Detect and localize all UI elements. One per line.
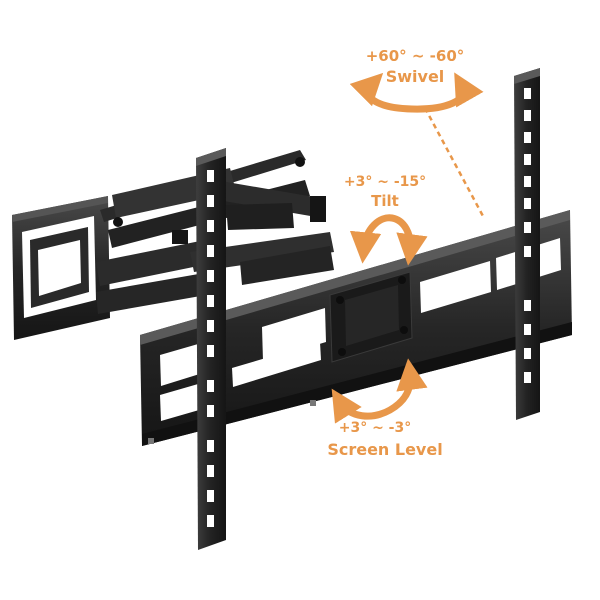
right-vertical-rail bbox=[514, 68, 540, 420]
swivel-title-label: Swivel bbox=[385, 67, 445, 86]
wall-plate bbox=[12, 196, 110, 340]
swivel-arrow-icon bbox=[349, 72, 484, 113]
swivel-pointer-line bbox=[423, 107, 486, 219]
screen-level-range-label: +3° ~ -3° bbox=[338, 420, 412, 436]
tilt-range-label: +3° ~ -15° bbox=[343, 174, 427, 190]
swivel-range-label: +60° ~ -60° bbox=[365, 47, 465, 65]
tilt-title-label: Tilt bbox=[371, 192, 399, 210]
screen-level-arrow-icon bbox=[331, 358, 428, 424]
screen-level-title-label: Screen Level bbox=[327, 440, 443, 459]
left-vertical-rail bbox=[196, 148, 226, 550]
tilt-arrow-icon bbox=[349, 214, 428, 266]
